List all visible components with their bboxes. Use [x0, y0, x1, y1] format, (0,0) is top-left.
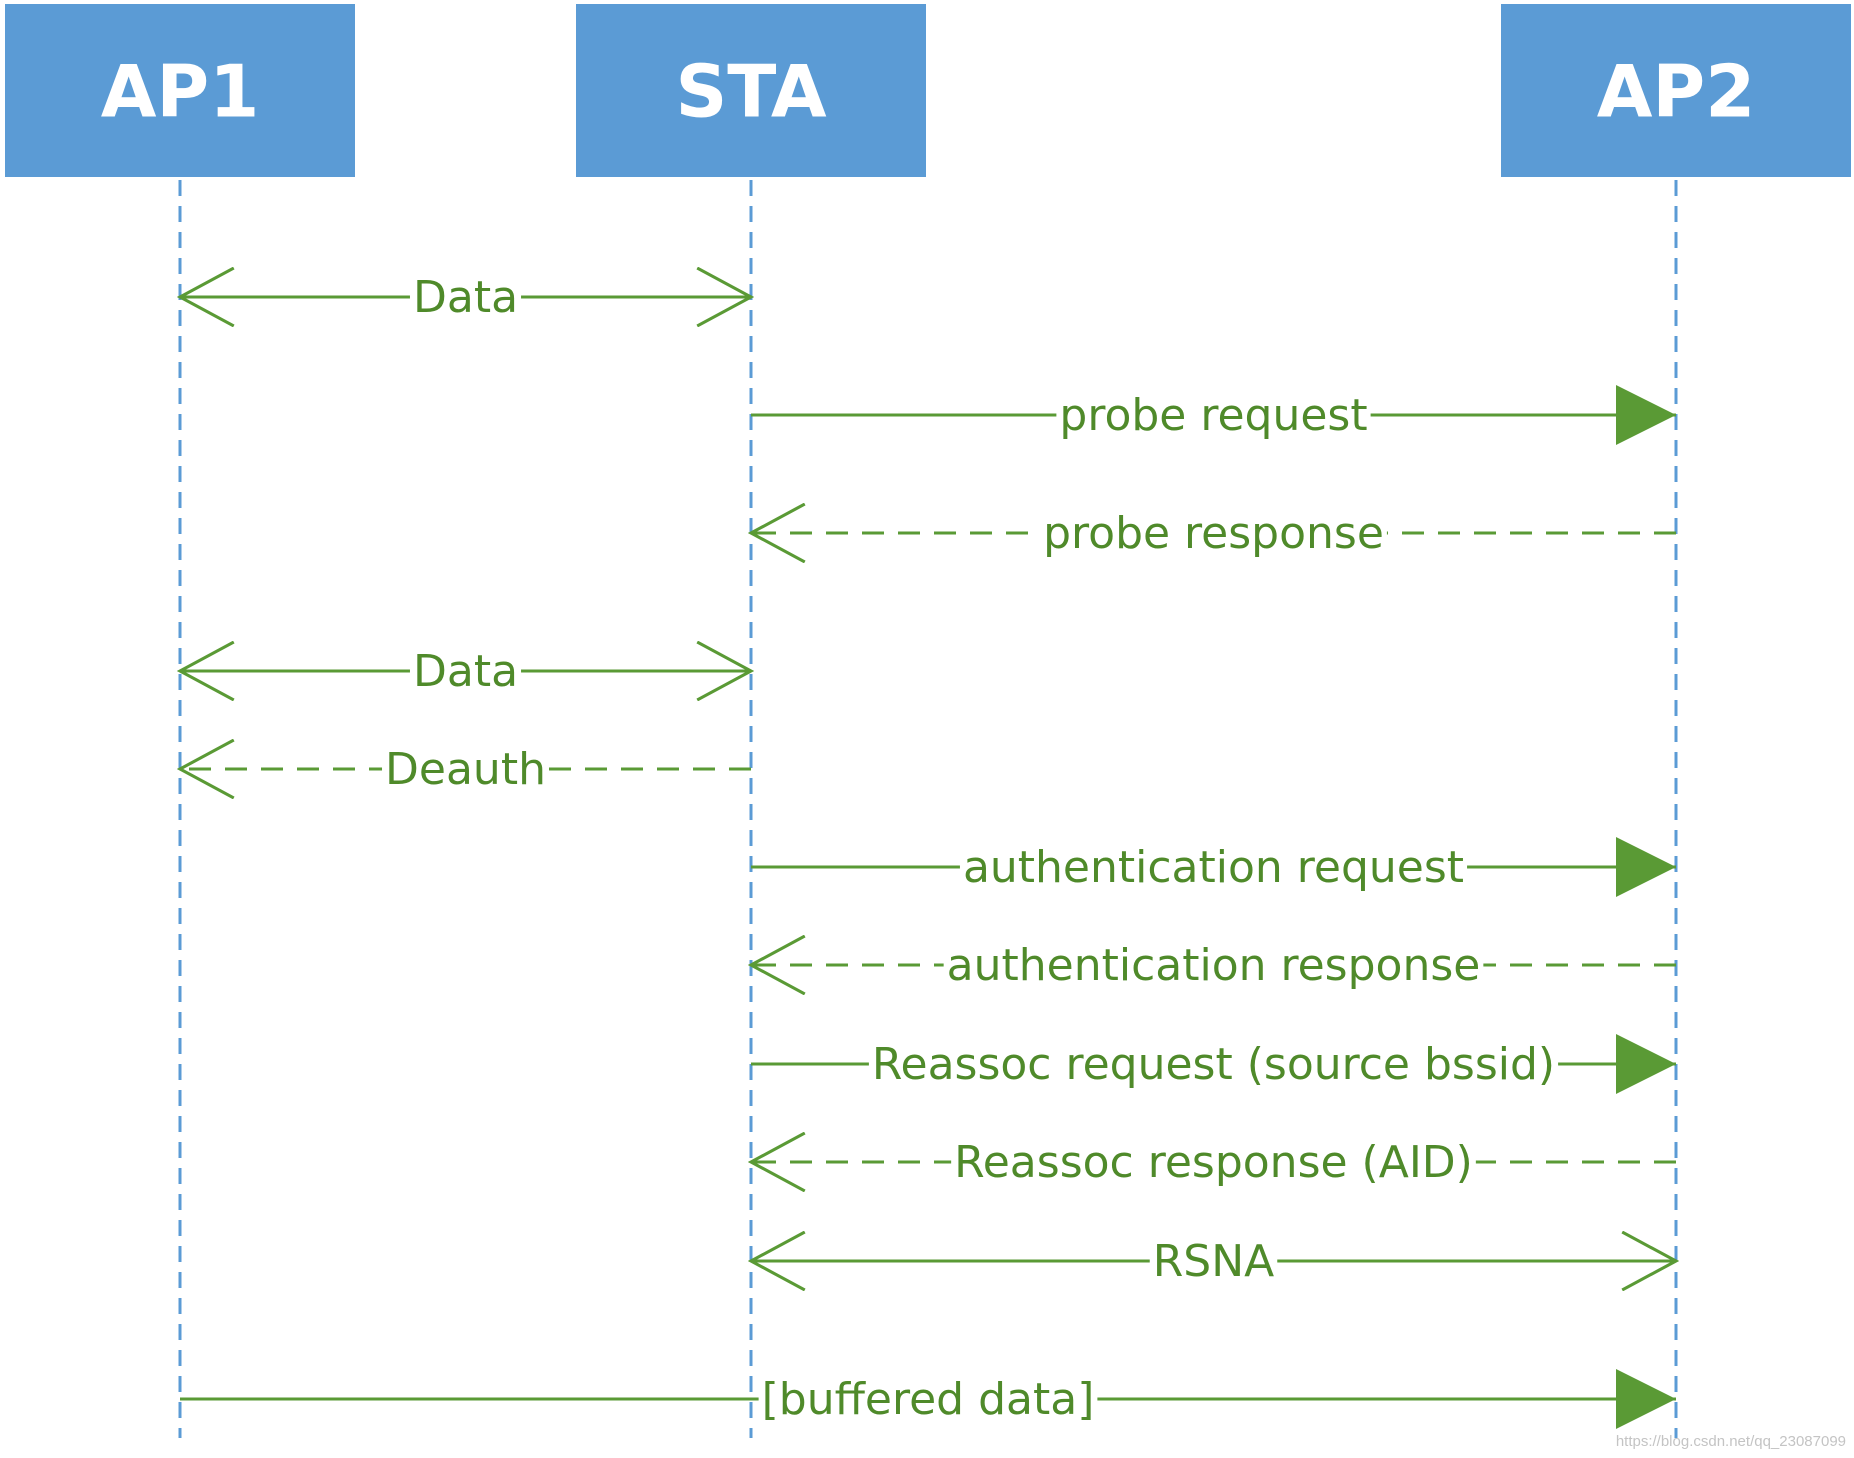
watermark: https://blog.csdn.net/qq_23087099	[1616, 1433, 1846, 1450]
message-label: RSNA	[1153, 1236, 1275, 1287]
message-9: Reassoc response (AID)	[751, 1137, 1676, 1188]
message-label-bg	[758, 1393, 1098, 1405]
actor-ap1: AP1	[5, 4, 355, 177]
message-label: authentication request	[963, 842, 1464, 893]
message-5: Deauth	[180, 744, 751, 795]
actor-label-ap1: AP1	[101, 50, 260, 134]
message-label-bg	[959, 861, 1468, 873]
message-label-bg	[868, 1058, 1559, 1070]
message-3: probe response	[751, 508, 1676, 559]
message-label-bg	[382, 763, 549, 775]
actors: AP1 STA AP2	[5, 4, 1851, 177]
actor-box-ap2	[1501, 4, 1851, 177]
actor-box-ap1	[5, 4, 355, 177]
actor-label-ap2: AP2	[1597, 50, 1756, 134]
message-label: [buffered data]	[762, 1374, 1095, 1425]
lifelines	[178, 180, 1678, 1438]
actor-ap2: AP2	[1501, 4, 1851, 177]
message-6: authentication request	[751, 837, 1676, 897]
message-label: authentication response	[947, 940, 1481, 991]
message-7: authentication response	[751, 940, 1676, 991]
message-label-bg	[409, 665, 522, 677]
actor-sta: STA	[576, 4, 926, 177]
message-label: Reassoc request (source bssid)	[872, 1039, 1555, 1090]
message-2: probe request	[751, 385, 1676, 445]
message-label: Data	[413, 272, 518, 323]
message-11: [buffered data]	[180, 1369, 1676, 1429]
message-1: Data	[180, 272, 751, 323]
message-label-bg	[1149, 1255, 1278, 1267]
message-label: probe response	[1043, 508, 1384, 559]
actor-box-sta	[576, 4, 926, 177]
message-label-bg	[943, 959, 1484, 971]
actor-label-sta: STA	[675, 50, 826, 134]
message-label: Deauth	[385, 744, 546, 795]
message-4: Data	[180, 646, 751, 697]
message-label-bg	[1056, 409, 1371, 421]
message-label: Reassoc response (AID)	[954, 1137, 1473, 1188]
message-label-bg	[1040, 527, 1387, 539]
message-label-bg	[951, 1156, 1476, 1168]
message-label: probe request	[1059, 390, 1367, 441]
message-8: Reassoc request (source bssid)	[751, 1034, 1676, 1094]
message-label: Data	[413, 646, 518, 697]
message-10: RSNA	[751, 1236, 1676, 1287]
message-label-bg	[409, 291, 522, 303]
